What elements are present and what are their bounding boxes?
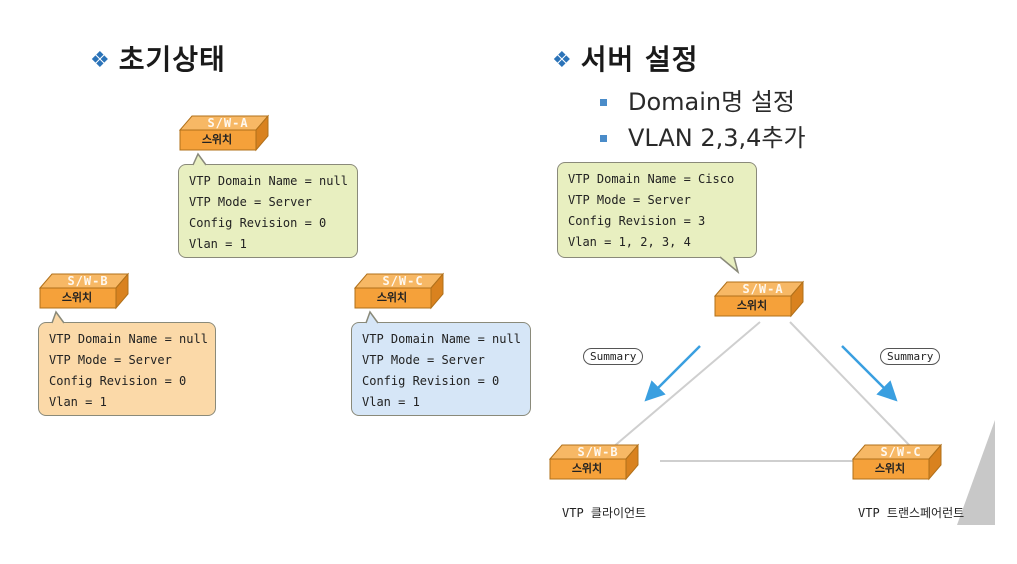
bubble-line: VTP Domain Name = null (49, 332, 208, 346)
right-switch-c: S/W-C 스위치 (851, 443, 943, 483)
right-heading: ❖ 서버 설정 (552, 38, 699, 78)
arrow-to-b-icon (644, 345, 701, 402)
bubble-line: Vlan = 1, 2, 3, 4 (568, 235, 691, 249)
switch-icon (548, 443, 640, 481)
switch-label: 스위치 (376, 291, 408, 304)
bubble-line: Config Revision = 3 (568, 214, 706, 228)
right-heading-text: 서버 설정 (580, 43, 699, 76)
switch-name: S/W-B (577, 445, 619, 459)
summary-tag-right: Summary (880, 348, 941, 365)
right-bullet-list: Domain명 설정 VLAN 2,3,4추가 (598, 84, 806, 156)
right-switch-b: S/W-B 스위치 (548, 443, 640, 483)
bubble-line: Config Revision = 0 (49, 374, 187, 388)
square-bullet-icon (600, 99, 607, 106)
square-bullet-icon (600, 135, 607, 142)
switch-label: 스위치 (874, 462, 906, 475)
switch-label: 스위치 (571, 462, 603, 475)
left-heading-text: 초기상태 (118, 43, 226, 76)
bubble-line: VTP Domain Name = null (362, 332, 521, 346)
left-heading: ❖ 초기상태 (90, 38, 226, 78)
left-switch-a: S/W-A 스위치 (178, 114, 270, 154)
summary-tag-left: Summary (583, 348, 644, 365)
switch-name: S/W-C (880, 445, 922, 459)
bullet-item: Domain명 설정 (598, 84, 806, 120)
switch-icon (353, 272, 445, 310)
switch-label: 스위치 (201, 133, 233, 146)
bubble-line: VTP Mode = Server (49, 353, 172, 367)
switch-name: S/W-B (67, 274, 109, 288)
switch-icon (713, 280, 805, 318)
switch-name: S/W-A (742, 282, 784, 296)
bubble-line: Config Revision = 0 (362, 374, 500, 388)
bubble-line: Vlan = 1 (189, 237, 247, 251)
caption-vtp-transparent: VTP 트랜스페어런트 (858, 506, 965, 520)
switch-icon (851, 443, 943, 481)
bubble-line: Config Revision = 0 (189, 216, 327, 230)
left-switch-c: S/W-C 스위치 (353, 272, 445, 312)
switch-icon (38, 272, 130, 310)
switch-name: S/W-A (207, 116, 249, 130)
corner-decoration (957, 420, 995, 525)
arrow-to-c-icon (841, 345, 898, 402)
bubble-line: VTP Domain Name = null (189, 174, 348, 188)
bullet-item: VLAN 2,3,4추가 (598, 120, 806, 156)
left-switch-b: S/W-B 스위치 (38, 272, 130, 312)
bubble-line: VTP Mode = Server (362, 353, 485, 367)
switch-icon (178, 114, 270, 152)
switch-name: S/W-C (382, 274, 424, 288)
bullet-text: VLAN 2,3,4추가 (628, 124, 806, 152)
bubble-line: Vlan = 1 (362, 395, 420, 409)
bubble-line: VTP Domain Name = Cisco (568, 172, 735, 186)
caption-vtp-client: VTP 클라이언트 (562, 506, 647, 520)
diamond-bullet-icon: ❖ (552, 48, 573, 73)
link-a-c (789, 321, 913, 449)
bubble-line: VTP Mode = Server (568, 193, 691, 207)
switch-label: 스위치 (736, 299, 768, 312)
switch-label: 스위치 (61, 291, 93, 304)
link-a-b (611, 321, 761, 449)
right-switch-a: S/W-A 스위치 (713, 280, 805, 320)
diamond-bullet-icon: ❖ (90, 48, 111, 73)
bullet-text: Domain명 설정 (628, 88, 795, 116)
bubble-line: Vlan = 1 (49, 395, 107, 409)
bubble-line: VTP Mode = Server (189, 195, 312, 209)
